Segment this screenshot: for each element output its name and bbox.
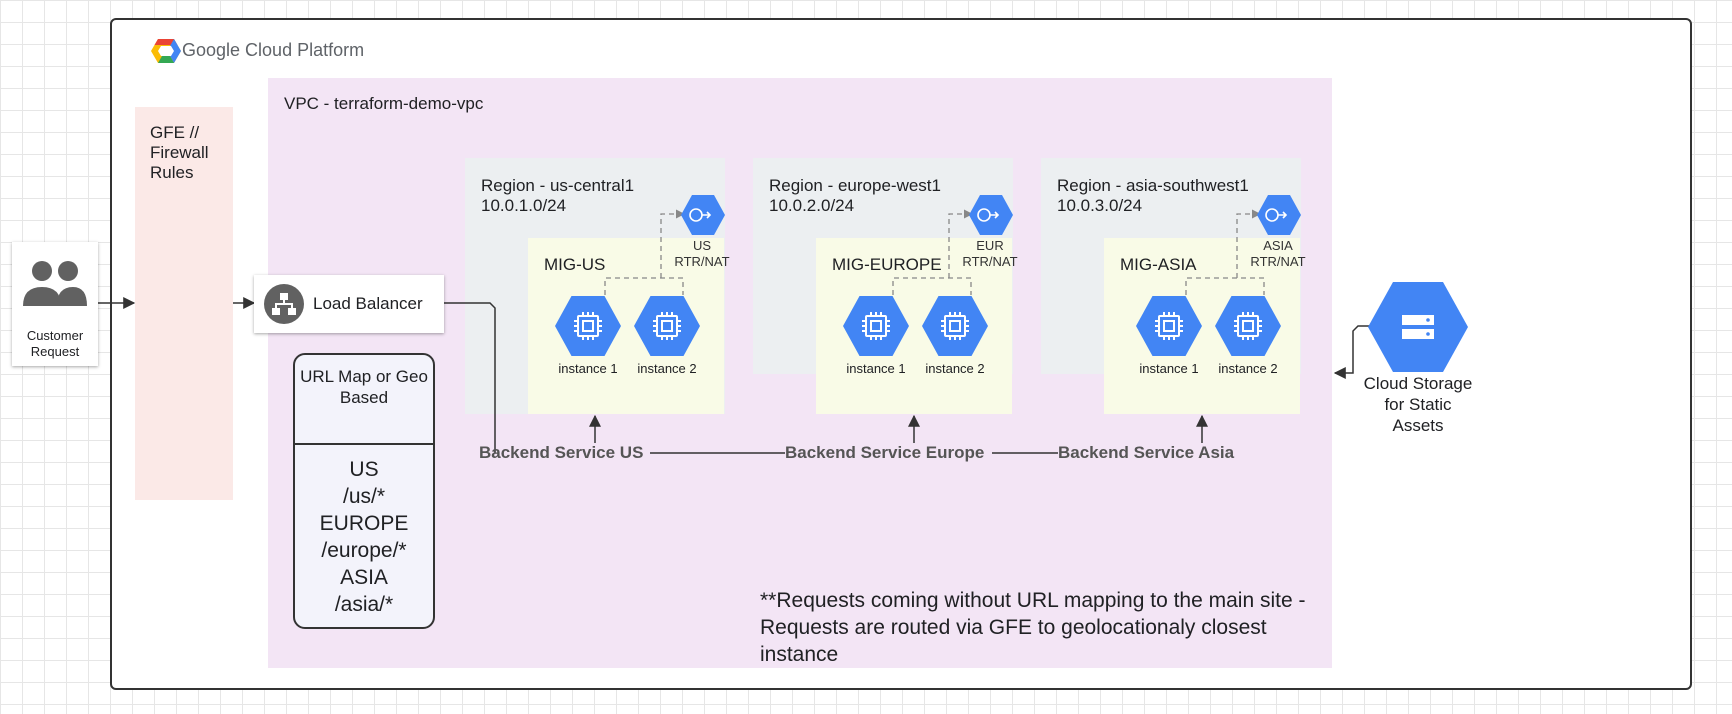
- line-lb-to-backends: [444, 302, 496, 453]
- customer-request-label: Customer Request: [26, 328, 84, 359]
- instance-asia-1-label: instance 1: [1139, 361, 1199, 376]
- gfe-zone: [135, 107, 233, 500]
- compute-instance-icon: [1215, 296, 1281, 356]
- gcp-title: Google Cloud Platform: [182, 40, 365, 60]
- region-europe-name: Region - europe-west1: [769, 176, 941, 195]
- route-europe: EUROPE: [319, 512, 409, 535]
- route-europe-path: /europe/*: [321, 539, 407, 562]
- route-us-path: /us/*: [342, 485, 386, 508]
- region-asia-cidr: 10.0.3.0/24: [1057, 196, 1143, 215]
- route-asia: ASIA: [340, 566, 388, 589]
- url-map-divider: [295, 443, 433, 445]
- url-map-routes: US /us/* EUROPE /europe/* ASIA /asia/*: [295, 456, 433, 618]
- arrow-storage-to-vpc: [1333, 325, 1370, 379]
- region-europe-cidr: 10.0.2.0/24: [769, 196, 855, 215]
- instance-us-1-label: instance 1: [558, 361, 618, 376]
- instance-us-2-label: instance 2: [637, 361, 697, 376]
- backend-service-us-label: Backend Service US: [479, 443, 644, 462]
- mig-asia-label: MIG-ASIA: [1120, 255, 1197, 274]
- region-us-name: Region - us-central1: [481, 176, 635, 195]
- compute-instance-icon: [555, 296, 621, 356]
- gfe-label: GFE // Firewall Rules: [150, 123, 209, 182]
- route-asia-path: /asia/*: [334, 593, 394, 616]
- instance-europe-2-label: instance 2: [925, 361, 985, 376]
- users-icon: [23, 261, 87, 306]
- backend-service-asia-label: Backend Service Asia: [1058, 443, 1235, 462]
- routing-note: **Requests coming without URL mapping to…: [760, 589, 1306, 666]
- storage-drive-icon: [1402, 315, 1434, 339]
- region-asia-name: Region - asia-southwest1: [1057, 176, 1249, 195]
- vpc-label: VPC - terraform-demo-vpc: [284, 94, 484, 113]
- network-tree-icon: [272, 293, 296, 315]
- backend-service-europe-label: Backend Service Europe: [785, 443, 985, 462]
- region-us-cidr: 10.0.1.0/24: [481, 196, 567, 215]
- compute-instance-icon: [634, 296, 700, 356]
- url-map-box: [293, 353, 435, 629]
- compute-instance-icon: [922, 296, 988, 356]
- cloud-storage-label: Cloud Storage for Static Assets: [1363, 374, 1473, 435]
- compute-instance-icon: [1136, 296, 1202, 356]
- gcp-logo-icon: [151, 39, 181, 63]
- route-us: US: [349, 458, 379, 481]
- load-balancer-label: Load Balancer: [313, 294, 423, 313]
- mig-us-label: MIG-US: [544, 255, 606, 274]
- mig-europe-label: MIG-EUROPE: [832, 255, 942, 274]
- compute-instance-icon: [843, 296, 909, 356]
- instance-europe-1-label: instance 1: [846, 361, 906, 376]
- url-map-title: URL Map or Geo Based: [300, 367, 428, 407]
- instance-asia-2-label: instance 2: [1218, 361, 1278, 376]
